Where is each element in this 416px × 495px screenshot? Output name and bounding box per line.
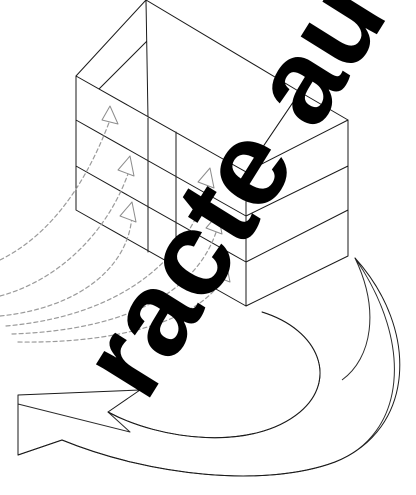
airflow-arrow-icon bbox=[205, 213, 223, 235]
floor-line-left-2 bbox=[75, 165, 247, 263]
airflow-arrow-icon bbox=[117, 155, 135, 177]
airflow-arrow-icon bbox=[101, 105, 119, 125]
floor-line-right-2 bbox=[245, 209, 349, 263]
airflow-line-3 bbox=[0, 213, 133, 317]
airflow-line-6 bbox=[17, 271, 227, 343]
return-arrow-inner-edge bbox=[107, 311, 321, 439]
return-arrow-head bbox=[17, 389, 141, 456]
floor-line-right-1 bbox=[245, 165, 349, 217]
airflow-arrow-icon bbox=[119, 201, 137, 223]
front-right-wall bbox=[245, 119, 349, 307]
airflow-line-5 bbox=[11, 225, 219, 335]
return-arrow-outer-edge bbox=[61, 257, 401, 477]
circular-return-arrow-icon bbox=[17, 257, 395, 477]
airflow-line-4 bbox=[5, 179, 211, 327]
airflow-arrow-icon bbox=[197, 167, 215, 189]
floor-line-left-1 bbox=[75, 119, 247, 217]
airflow-line-1 bbox=[0, 119, 111, 261]
airflow-line-2 bbox=[0, 167, 131, 297]
airflow-arrow-icon bbox=[213, 261, 231, 283]
